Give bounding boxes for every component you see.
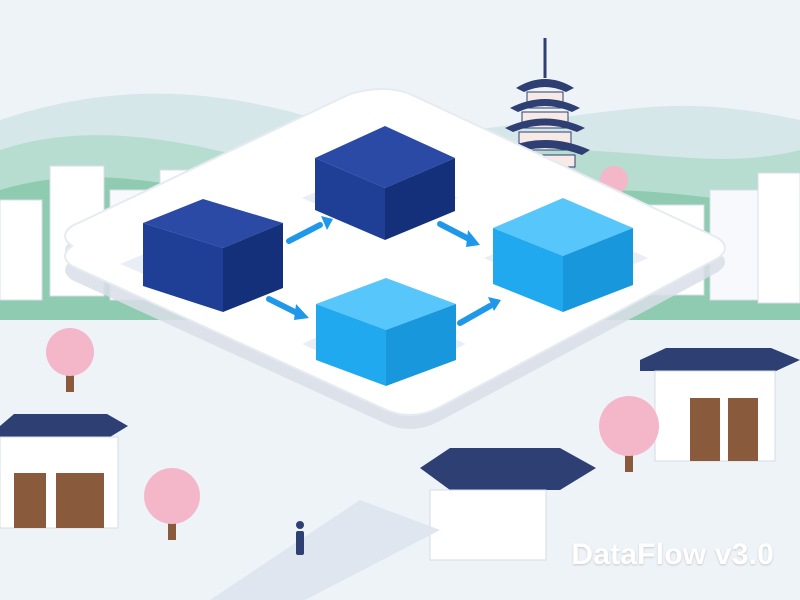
product-title: DataFlow v3.0 [571, 538, 774, 571]
arrow-head [294, 304, 309, 320]
street [210, 500, 440, 600]
person-icon [296, 521, 304, 555]
block-left-face [143, 223, 223, 312]
arrow-icon [437, 221, 480, 247]
arrow-shaft [437, 221, 472, 242]
cube-icon [302, 126, 458, 240]
cube-icon [484, 198, 648, 312]
workflow-platform [64, 88, 726, 429]
pagoda-roof [510, 99, 580, 112]
house-icon [420, 448, 596, 561]
arrow-shaft [457, 303, 493, 326]
house-roof [420, 448, 596, 490]
house-door [56, 473, 104, 528]
building-tower [757, 172, 800, 304]
arrow-head [488, 297, 501, 311]
house-roof [640, 348, 800, 371]
block-top [143, 199, 283, 248]
pagoda-roof [516, 79, 574, 92]
house-icon [0, 414, 128, 529]
workflow-arrows [266, 216, 501, 326]
tree-crown [599, 396, 659, 456]
person-body [296, 531, 304, 555]
block-left-face [316, 304, 386, 386]
tree-icon [46, 328, 94, 392]
block-right-face [563, 228, 633, 312]
arrow-shaft [266, 296, 300, 316]
block-left-face [315, 158, 385, 240]
house-door [14, 473, 46, 528]
house-roof [0, 414, 128, 437]
tree-crown [144, 468, 200, 524]
block-left-face [493, 228, 563, 312]
block-right-face [385, 158, 455, 240]
tree-icon [144, 468, 200, 540]
person-head [296, 521, 304, 529]
pagoda-icon [500, 38, 590, 168]
tree-icon [599, 396, 659, 472]
arrow-icon [266, 296, 309, 320]
arrow-head [466, 230, 480, 247]
tree-crown [46, 328, 94, 376]
cube-icon [120, 199, 283, 312]
building-tower [0, 199, 43, 301]
block-top [315, 126, 455, 188]
cube-icon [302, 278, 466, 386]
block-right-face [386, 304, 456, 386]
house-wall [429, 489, 547, 561]
arrow-shaft [286, 222, 323, 244]
house-door [728, 398, 758, 461]
arrow-icon [286, 216, 333, 244]
house-icon [640, 348, 800, 462]
block-top [493, 198, 633, 256]
pagoda-roof [505, 118, 585, 132]
arrow-icon [457, 297, 501, 326]
pagoda-roof [500, 140, 590, 155]
block-right-face [223, 223, 283, 312]
arrow-head [321, 216, 333, 230]
house-door [690, 398, 720, 461]
platform-top [64, 88, 726, 416]
